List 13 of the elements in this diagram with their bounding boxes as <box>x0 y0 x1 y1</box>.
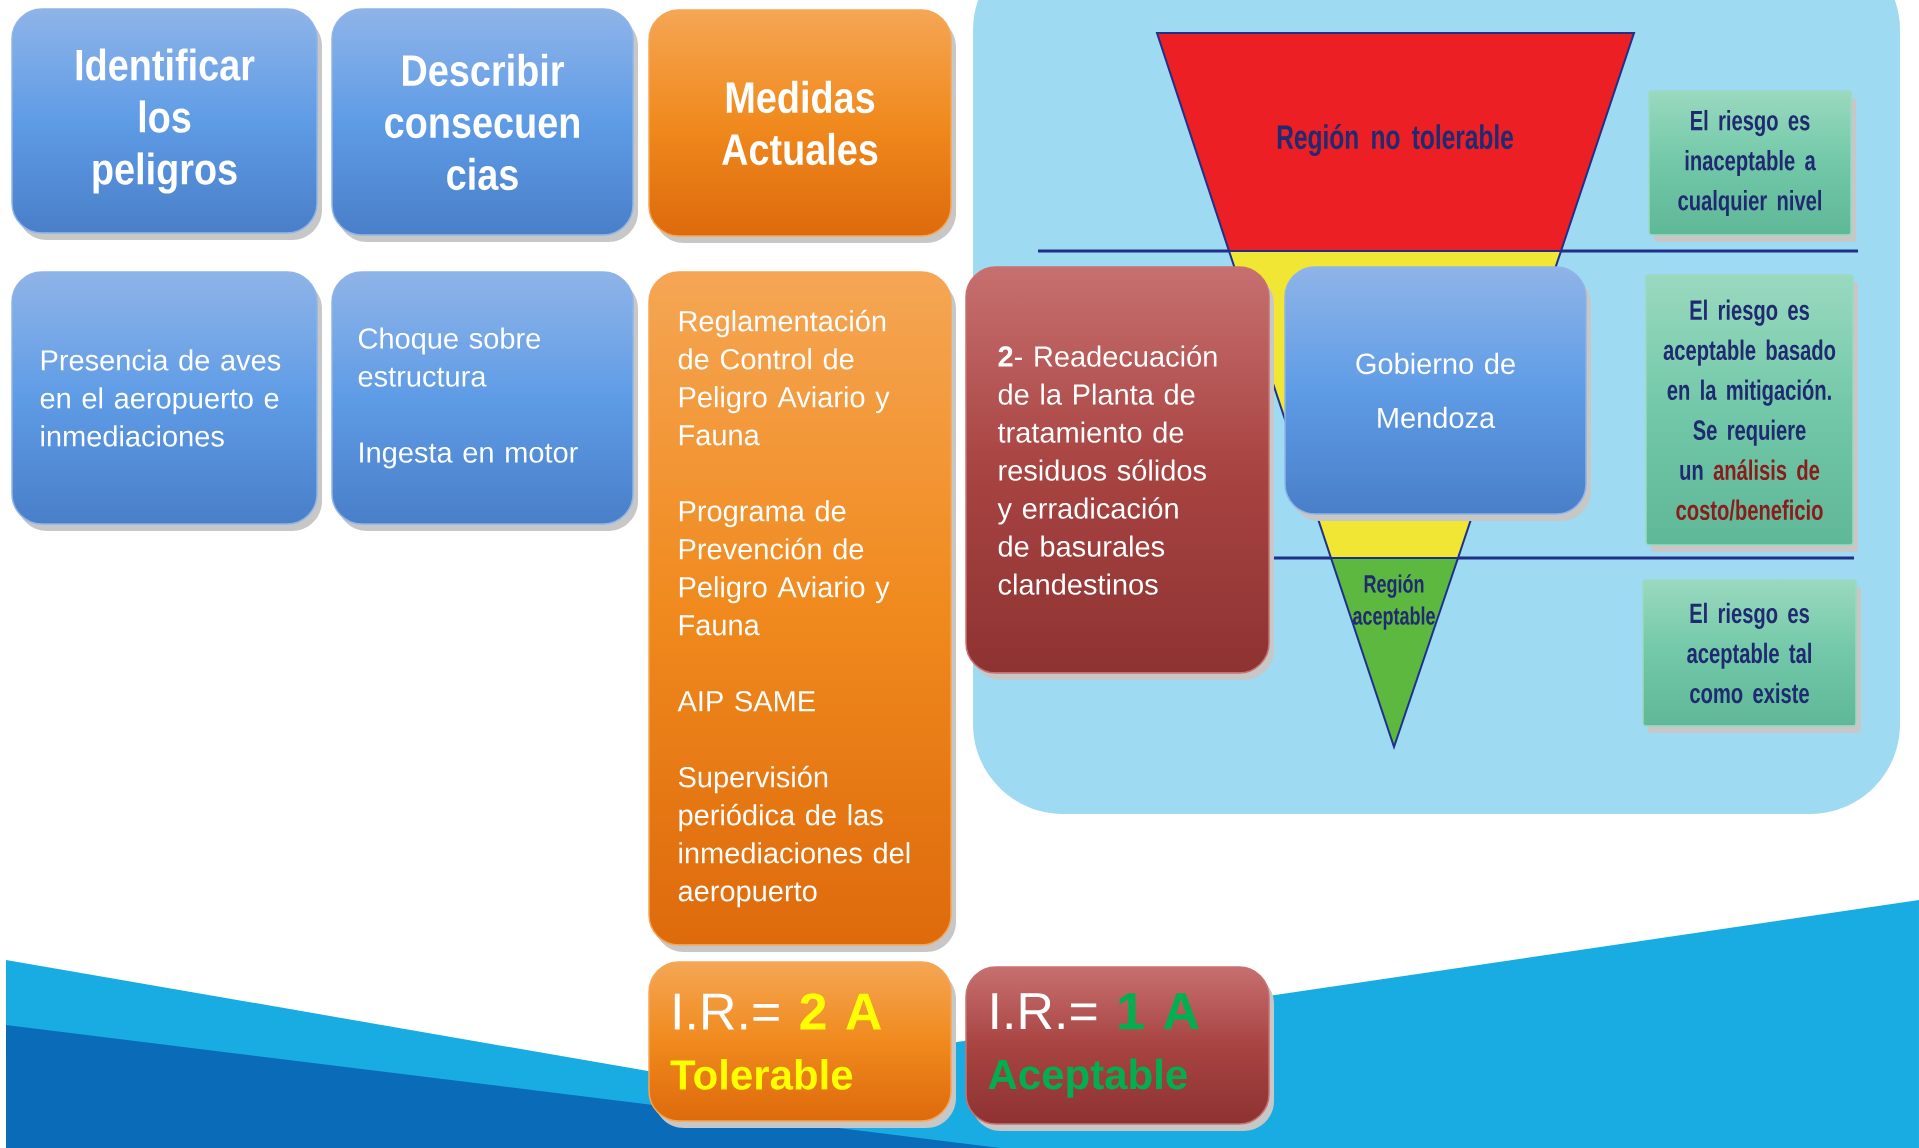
consequence-box: Choque sobre estructura Ingesta en motor <box>331 271 638 531</box>
authority-box: Gobierno de Mendoza <box>1284 266 1591 521</box>
measures-box: Reglamentación de Control de Peligro Aviario y Fauna Programa de Prevención de Peligro Aviario y Fauna AIP SAME Supervisión periódica de las inmediaciones del aeropuerto <box>648 271 956 952</box>
note-box: El riesgo es aceptable tal como existe <box>1642 579 1861 733</box>
note-box: El riesgo es inaceptable a cualquier nivel <box>1648 90 1856 242</box>
action-box: 2- Readecuación de la Planta de tratamiento de residuos sólidos y erradicación de basurales clandestinos <box>965 266 1274 680</box>
heading-box: Medidas Actuales <box>648 9 956 243</box>
heading-box: Describir consecuen cias <box>331 8 638 242</box>
risk-index-box: I.R.= 1 A Aceptable <box>965 966 1274 1131</box>
heading-box: Identificar los peligros <box>11 8 322 240</box>
hazard-box: Presencia de aves en el aeropuerto e inmediaciones <box>11 271 322 531</box>
note-box: El riesgo es aceptable basado en la mitigación. Se requiere un análisis de costo/beneficio <box>1645 274 1858 552</box>
risk-index-box: I.R.= 2 A Tolerable <box>648 961 956 1128</box>
